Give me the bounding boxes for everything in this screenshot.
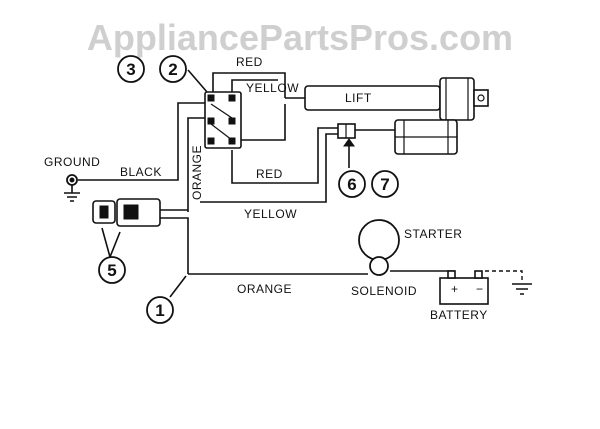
lift-gearbox [439,77,475,121]
callout-6: 6 [347,175,356,194]
battery-post-positive [447,270,456,279]
label-battery: BATTERY [430,308,488,322]
label-orange-bottom: ORANGE [237,282,292,296]
callout-5-circle [98,256,126,284]
plug-female-pin [99,205,109,219]
starter-motor [358,219,400,261]
ground-terminal-dot [69,177,75,183]
label-yellow-top: YELLOW [246,81,299,95]
battery-body [439,277,489,305]
label-yellow-low: YELLOW [244,207,297,221]
yellow-wire-top [231,79,278,92]
lift-tube [304,85,441,111]
ground-lines [64,185,80,202]
switch-terminal-5 [207,137,215,145]
battery-ground-wire [485,270,523,282]
yellow-wire-low [200,133,338,203]
label-solenoid: SOLENOID [351,284,417,298]
toggle-switch [204,91,242,149]
callout-3-circle [117,55,145,83]
orange-wire-vertical [187,117,205,212]
callout-6-circle [338,170,366,198]
switch-right-wire [238,104,286,141]
starter-solenoid [358,219,400,276]
lift-end-mount [473,89,489,107]
callout-32-leader [187,69,208,93]
callout-7-circle [371,170,399,198]
callout-67-arrow [343,138,355,147]
label-orange-vertical: ORANGE [190,145,204,200]
solenoid-body [369,256,389,276]
switch-terminal-4 [228,117,236,125]
lift-actuator [304,77,489,155]
switch-internal-lines [210,103,233,141]
callout-1-circle [146,296,174,324]
lift-mount-hole [477,94,485,102]
callout-5: 5 [107,261,116,280]
plug-male-pin [123,204,139,220]
battery: + − [439,270,532,305]
callouts: 3 2 6 7 5 1 [98,55,399,324]
battery-plus-sign: + [451,282,459,296]
battery-minus-sign: − [476,282,484,296]
callout-3: 3 [126,60,135,79]
label-ground: GROUND [44,155,100,169]
black-wire [78,102,205,181]
callout-7: 7 [380,175,389,194]
wires [78,72,523,282]
battery-ground-lines [512,283,532,295]
watermark: AppliancePartsPros.com [87,17,513,58]
red-wire-top [212,72,286,98]
callout-1: 1 [155,301,164,320]
switch-terminal-6 [228,137,236,145]
label-black: BLACK [120,165,162,179]
switch-terminal-2 [228,94,236,102]
plug-connector [92,198,161,227]
switch-terminal-1 [207,94,215,102]
callout-2-circle [159,55,187,83]
labels: RED YELLOW LIFT GROUND BLACK ORANGE RED … [44,55,488,322]
lift-motor-detail [395,120,457,154]
lift-gearbox-ribs [445,78,469,120]
label-starter: STARTER [404,227,462,241]
callout-2: 2 [168,60,177,79]
label-red-top: RED [236,55,263,69]
label-red-mid: RED [256,167,283,181]
ground-symbol [64,174,80,202]
switch-terminal-3 [207,117,215,125]
callout-5-leaders [101,227,121,258]
callout-1-leader [169,275,187,298]
plug-harness-bottom [160,217,189,274]
red-wire-mid [231,127,338,184]
battery-post-negative [474,270,483,279]
label-lift: LIFT [345,91,372,105]
